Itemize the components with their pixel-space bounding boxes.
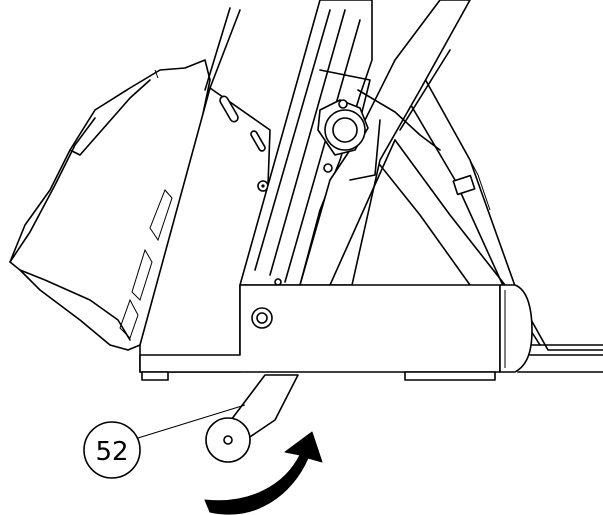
base-bolt-inner [256, 312, 268, 324]
hinge-pivot [317, 99, 369, 173]
callout-52: 52 [83, 404, 246, 479]
foot-left [141, 371, 169, 381]
slot-lower [250, 130, 266, 152]
slot-upper [219, 95, 239, 123]
base-rail [139, 284, 533, 381]
callout-circle [83, 421, 141, 479]
inclined-frame [239, 0, 471, 286]
pivot-inner [332, 117, 358, 143]
screw-pivot-bottom [323, 163, 333, 173]
diagonal-brace [274, 139, 506, 286]
rotation-arrow [204, 431, 323, 515]
callout-number: 52 [95, 437, 128, 467]
foot-right [404, 371, 496, 381]
screw-pivot-top [338, 99, 348, 109]
wheel-assembly [205, 374, 299, 463]
bolt-frame [274, 278, 282, 286]
wheel-axle [223, 435, 233, 445]
